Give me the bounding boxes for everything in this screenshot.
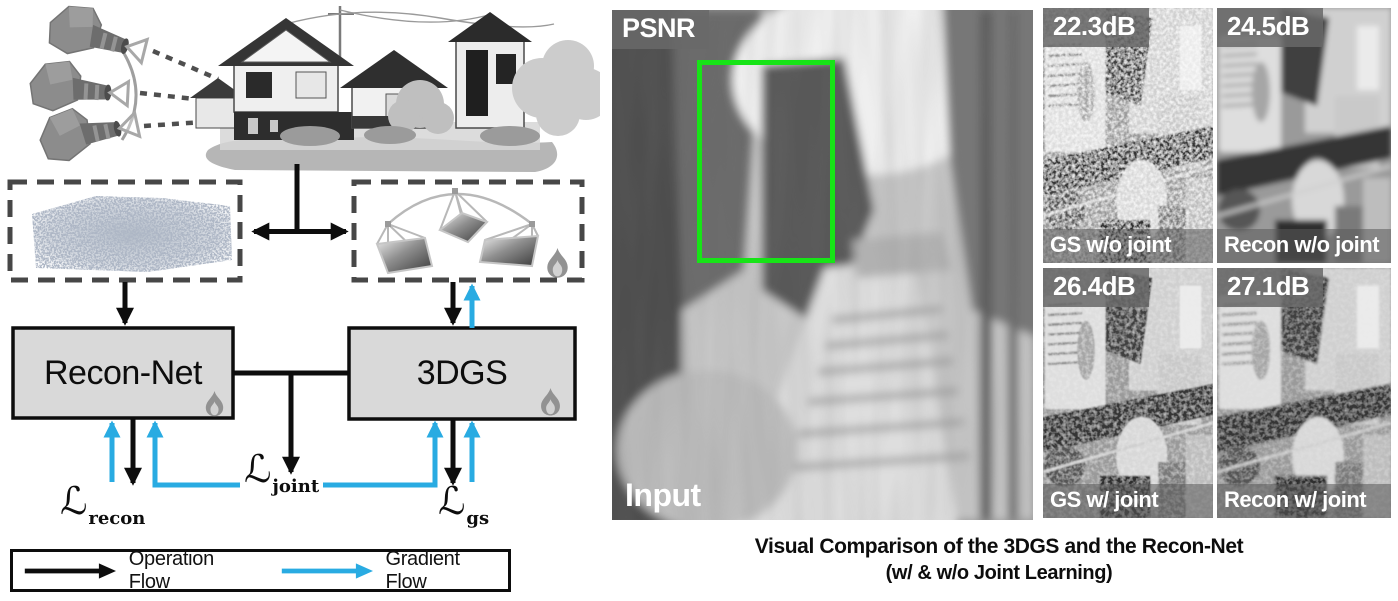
crop-method-label: Recon w/ joint [1217, 484, 1391, 518]
roi-highlight-box [697, 60, 835, 263]
trainable-flame-icon [547, 248, 568, 278]
gradient-flow-label: Gradient Flow [385, 547, 460, 593]
visual-comparison-panel: PSNR Input 22.3dB GS w/o joint 24.5dB Re… [600, 0, 1398, 601]
figure-caption: Visual Comparison of the 3DGS and the Re… [600, 533, 1398, 585]
scene-illustration [190, 6, 600, 172]
camera-array-icon [27, 0, 223, 167]
crop-gs-wo-joint: 22.3dB GS w/o joint [1043, 8, 1213, 263]
crop-recon-wo-joint: 24.5dB Recon w/o joint [1217, 8, 1391, 263]
operation-flow-arrows [116, 164, 462, 486]
point-cloud-box [7, 179, 243, 283]
gs-node [347, 326, 577, 421]
input-image-label: Input [625, 477, 701, 513]
operation-flow-arrow-icon [24, 562, 116, 579]
pipeline-diagram: Recon-Net 3DGS ℒrecon ℒjoint ℒgs Operati… [0, 0, 600, 601]
input-image: PSNR Input [612, 10, 1033, 520]
psnr-badge: PSNR [612, 10, 710, 49]
crop-method-label: GS w/o joint [1043, 229, 1213, 263]
flow-legend: Operation Flow Gradient Flow [10, 547, 511, 593]
psnr-value-badge: 26.4dB [1043, 268, 1150, 307]
gradient-flow-arrow-icon [281, 562, 373, 579]
point-cloud-illustration [32, 196, 232, 272]
loss-joint-label: ℒjoint [244, 447, 320, 498]
recon-net-node [11, 326, 235, 420]
operation-flow-label: Operation Flow [128, 547, 214, 593]
gs-label: 3DGS [416, 354, 508, 392]
gaussian-views-illustration [375, 188, 568, 278]
gaussian-views-box [351, 179, 585, 283]
crop-recon-w-joint: 27.1dB Recon w/ joint [1217, 268, 1391, 518]
recon-net-label: Recon-Net [43, 353, 203, 392]
loss-gs-label: ℒgs [438, 479, 490, 530]
gradient-flow-arrows [103, 283, 481, 488]
crop-method-label: Recon w/o joint [1217, 229, 1391, 263]
psnr-value-badge: 27.1dB [1217, 268, 1324, 307]
caption-line2: (w/ & w/o Joint Learning) [885, 562, 1113, 585]
pipeline-graphics [7, 0, 600, 488]
caption-line1: Visual Comparison of the 3DGS and the Re… [754, 535, 1244, 558]
psnr-value-badge: 22.3dB [1043, 8, 1150, 47]
trees [512, 40, 600, 136]
input-image-render [612, 10, 1033, 520]
loss-recon-label: ℒrecon [60, 479, 146, 530]
crop-gs-w-joint: 26.4dB GS w/ joint [1043, 268, 1213, 518]
psnr-value-badge: 24.5dB [1217, 8, 1324, 47]
crop-method-label: GS w/ joint [1043, 484, 1213, 518]
